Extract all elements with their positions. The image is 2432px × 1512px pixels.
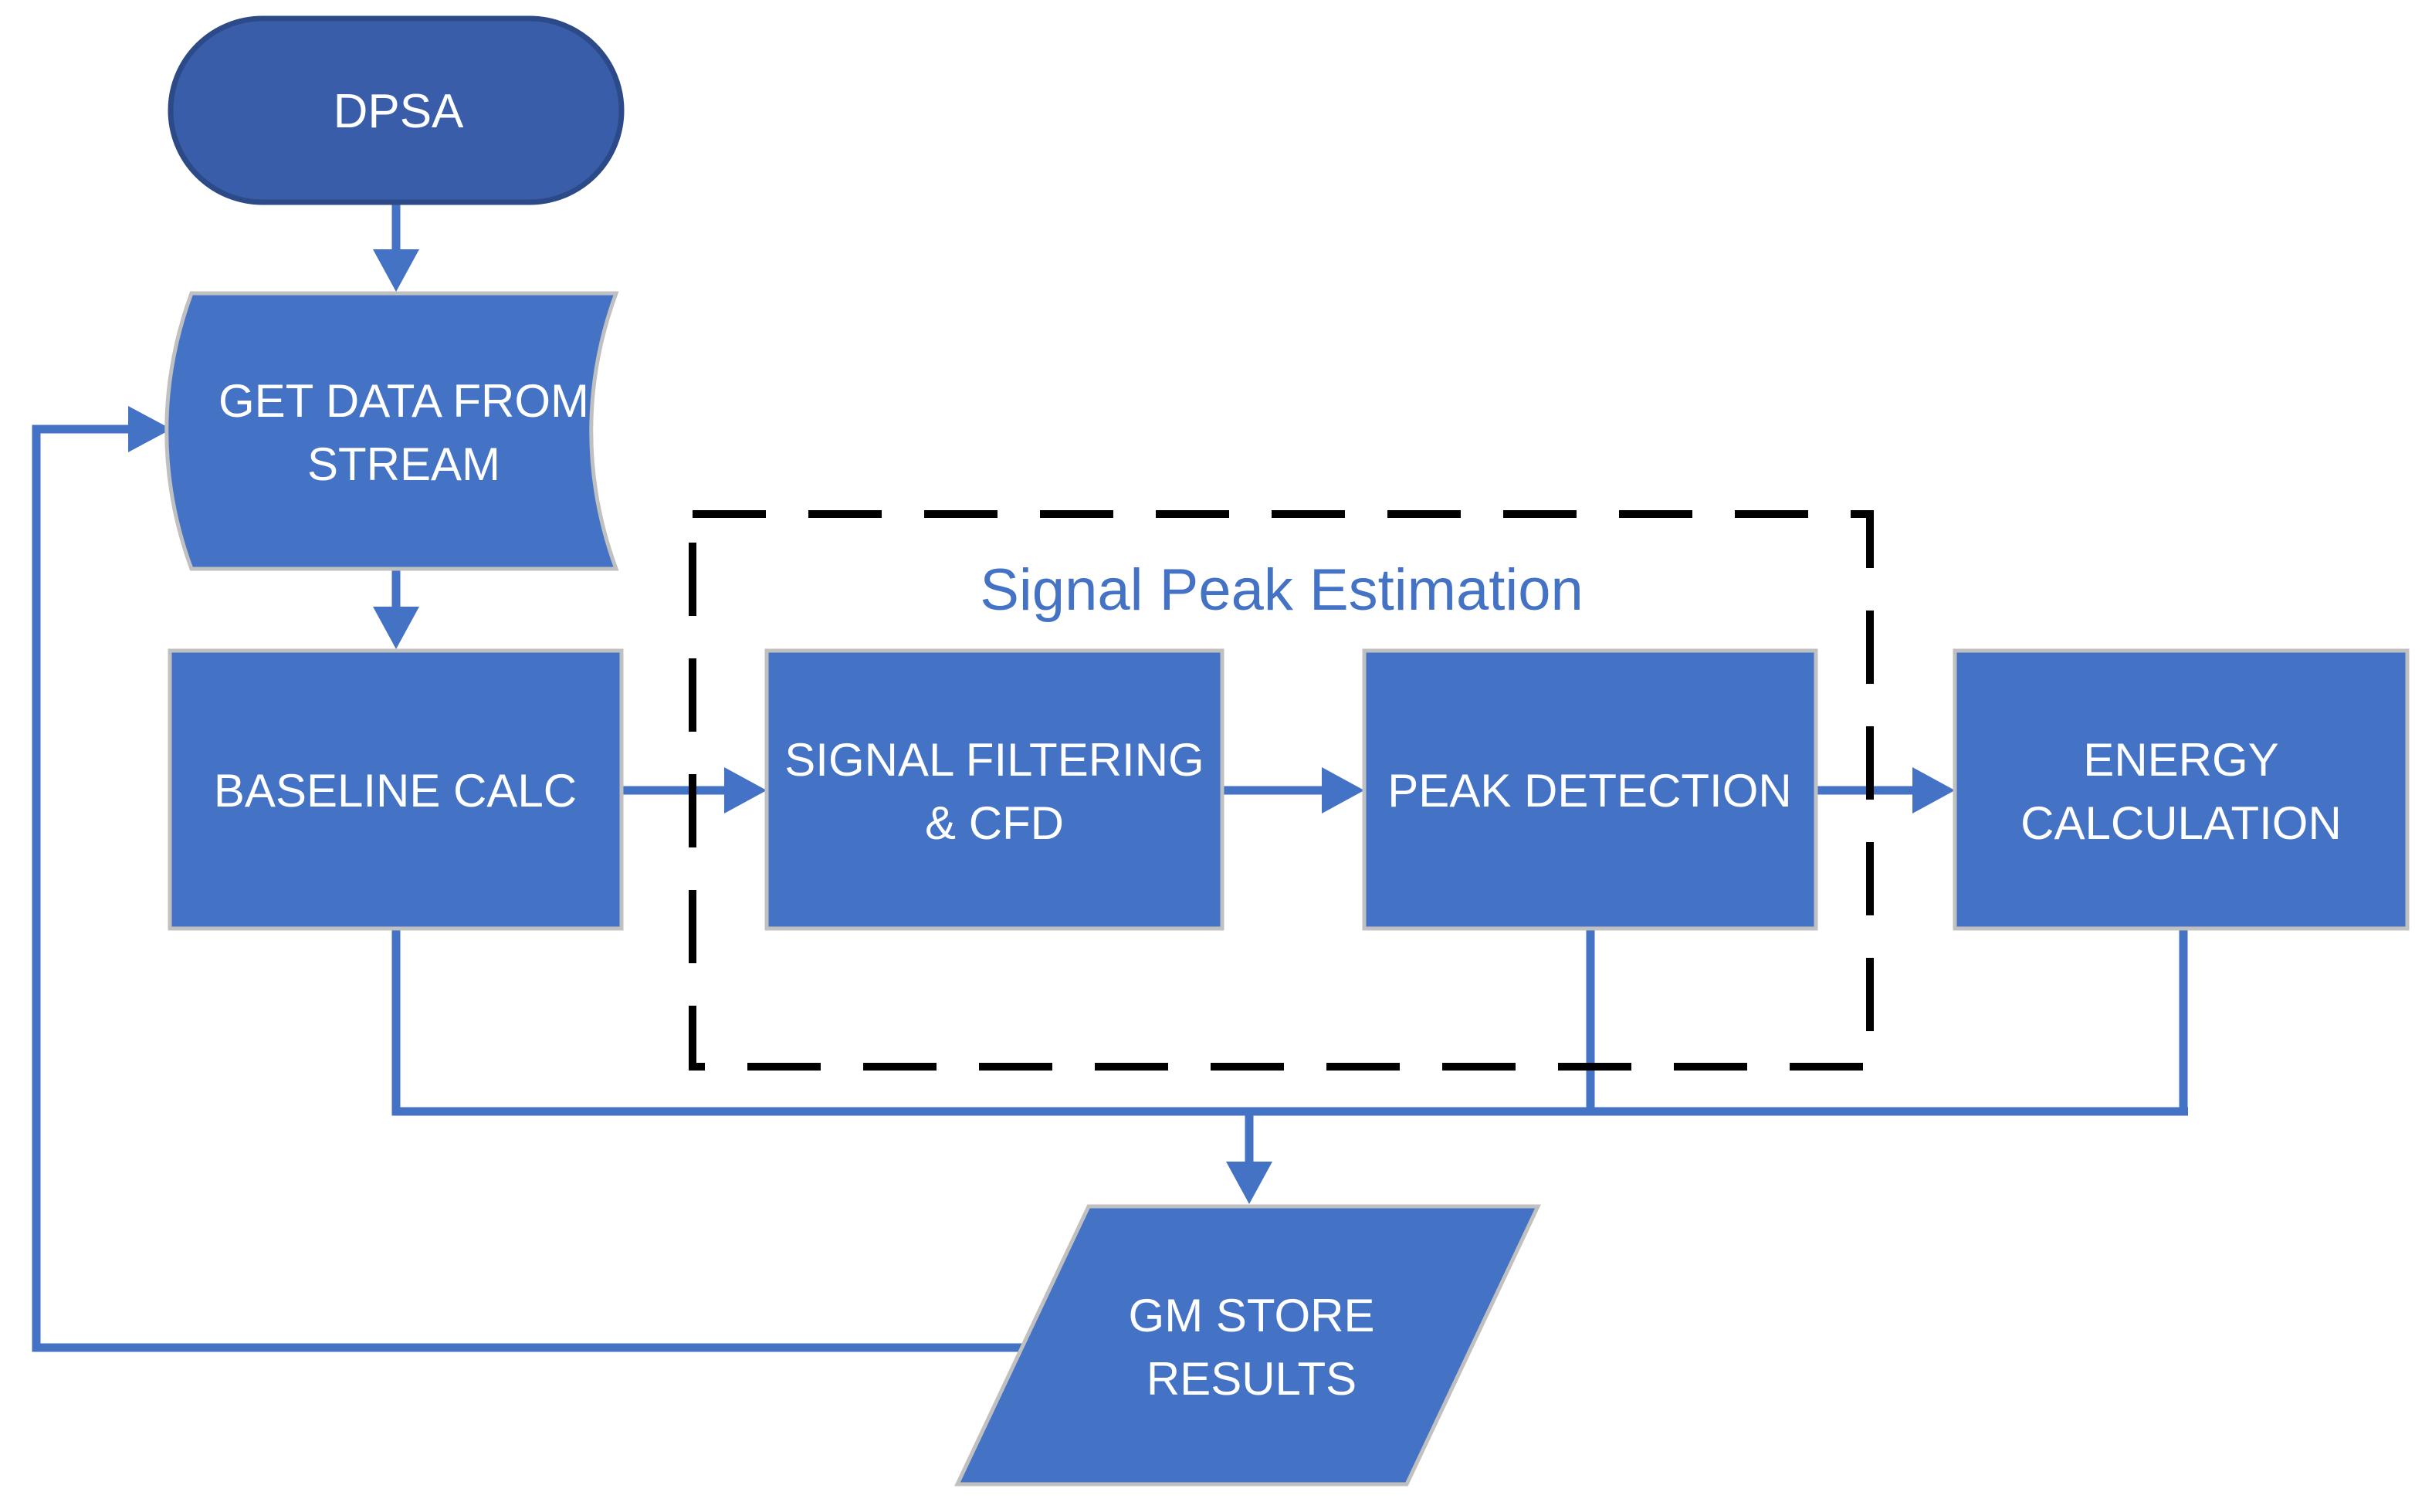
node-peakdetection-label: PEAK DETECTION [1387,765,1791,817]
arrowhead-peak-to-energy [1912,767,1955,814]
arrowhead-baseline-to-signalfiltering [724,767,767,814]
arrowhead-feedback-to-getdata [128,406,171,452]
parallelogram-shape-gmstore [954,1204,1541,1487]
dashed-border [689,510,1874,1071]
node-energy-label-line1: ENERGY [2083,734,2278,786]
node-get-data-from-stream: GET DATA FROM STREAM [164,291,619,571]
connector-collector-line [391,929,2188,1116]
node-getdata-label-line1: GET DATA FROM [218,375,589,427]
container-title: Signal Peak Estimation [980,557,1584,623]
arrowhead-dpsa-to-getdata [373,249,419,292]
arrowhead-collector-to-gmstore [1226,1162,1272,1204]
node-energy-label-line2: CALCULATION [2020,797,2342,849]
node-dpsa: DPSA [168,15,625,205]
node-peak-detection: PEAK DETECTION [1362,648,1818,931]
process-shape-peakdetection [1362,648,1818,931]
node-energy-calculation: ENERGY CALCULATION [1953,648,2410,931]
arrowhead-getdata-to-baseline [373,607,419,649]
node-baseline-calc: BASELINE CALC [168,648,624,931]
node-signal-filtering-cfd: SIGNAL FILTERING & CFD [764,648,1224,931]
process-shape-signalfiltering [764,648,1224,931]
signal-peak-estimation-container: Signal Peak Estimation [689,510,1874,1071]
stored-data-shape-getdata [164,291,619,571]
process-shape-baseline [168,648,624,931]
node-getdata-label-line2: STREAM [307,438,500,490]
node-signalfiltering-label-line1: SIGNAL FILTERING [784,734,1204,786]
arrowhead-signalfiltering-to-peak [1322,767,1364,814]
node-baseline-label: BASELINE CALC [214,765,577,817]
node-gm-store-results: GM STORE RESULTS [954,1204,1541,1487]
process-shape-energy [1953,648,2410,931]
connector-feedback-loop [32,425,1027,1352]
node-dpsa-label: DPSA [334,85,464,138]
connectors [32,202,2188,1352]
node-signalfiltering-label-line2: & CFD [925,797,1064,849]
terminator-shape-dpsa [168,15,625,205]
node-gmstore-label-line2: RESULTS [1147,1353,1357,1405]
node-gmstore-label-line1: GM STORE [1129,1290,1375,1341]
